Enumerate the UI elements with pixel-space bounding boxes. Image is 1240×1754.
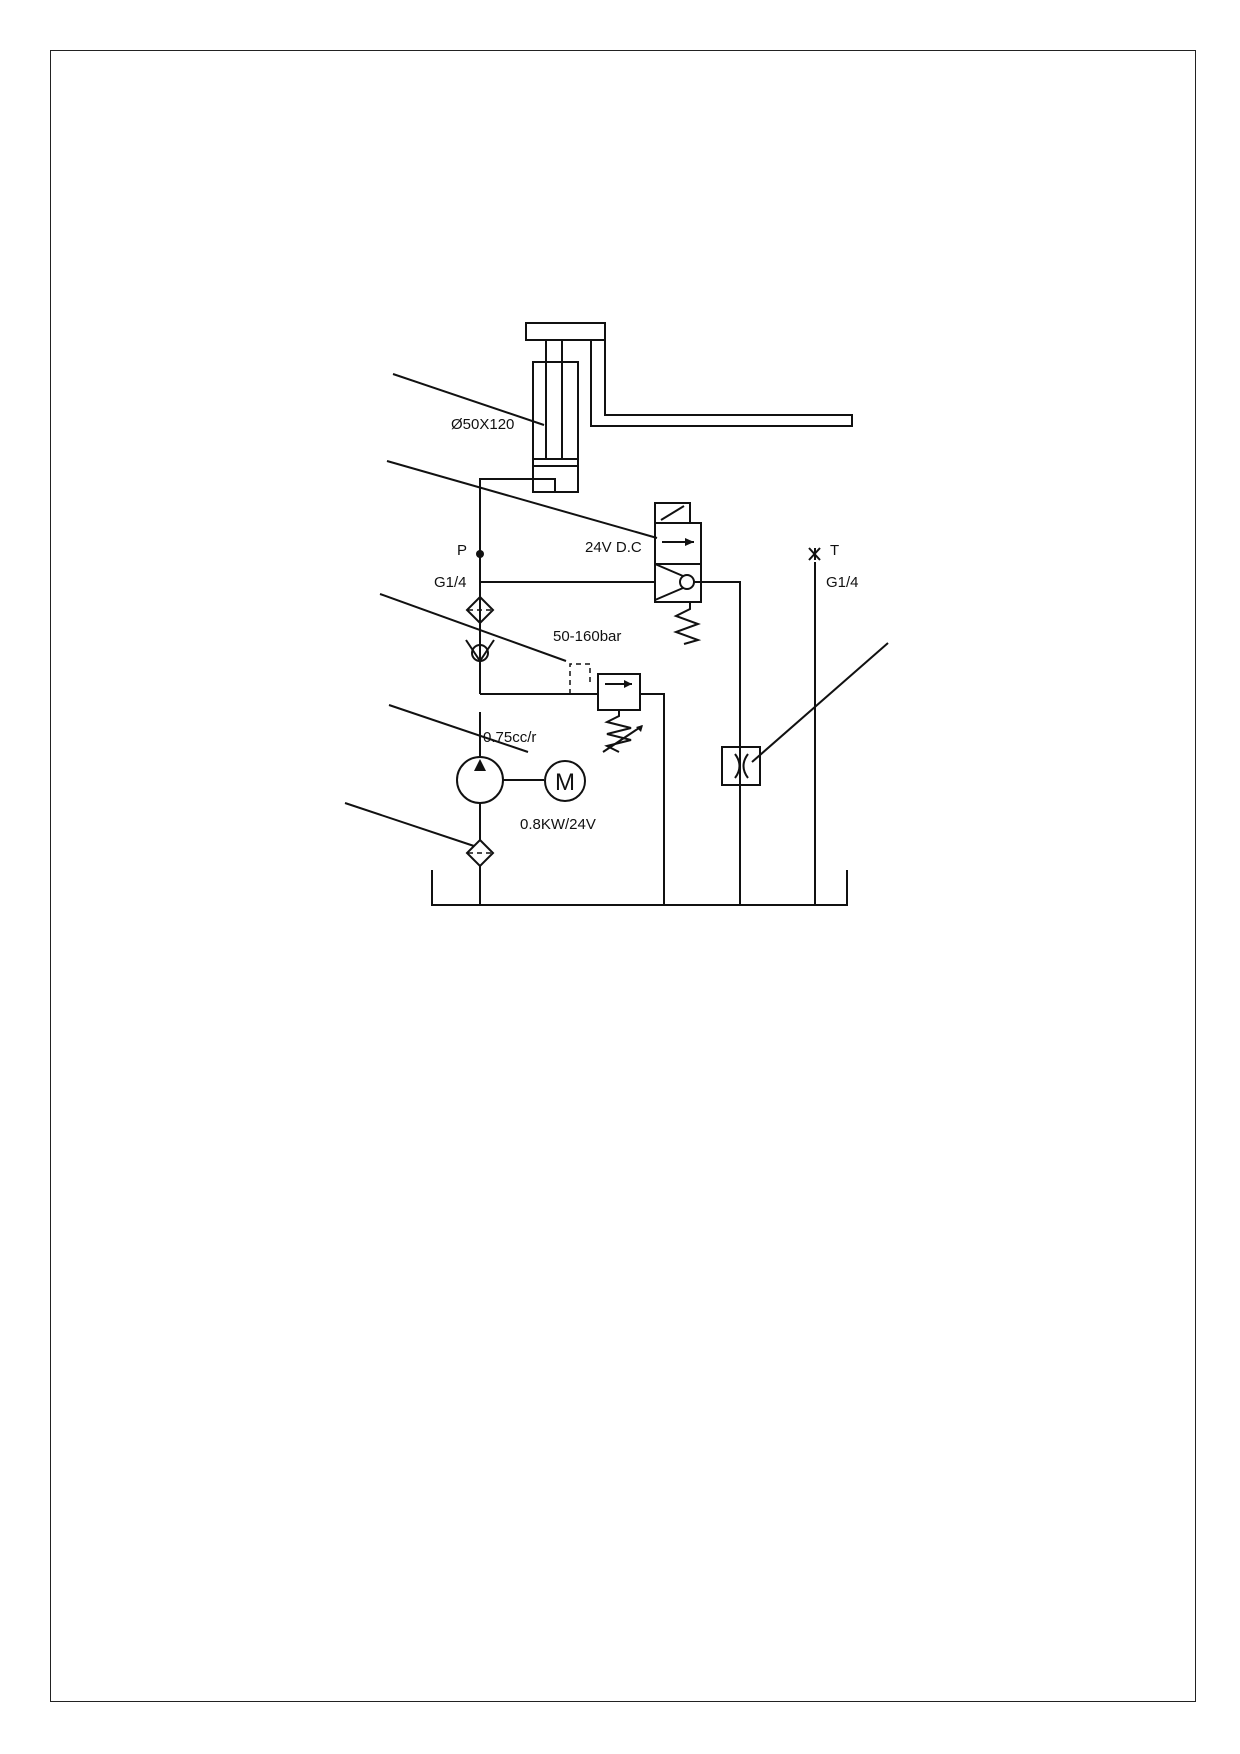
tank-port-thread: G1/4 — [826, 574, 859, 591]
leader-line-throttle — [751, 642, 889, 763]
pump-displacement-label: 0.75cc/r — [483, 729, 536, 746]
motor-letter: M — [555, 769, 575, 796]
cylinder-size-label: Ø50X120 — [451, 416, 514, 433]
lift-cylinder — [525, 322, 606, 493]
leader-lines — [344, 373, 889, 847]
check-valve — [465, 639, 495, 694]
leader-line-solenoid — [386, 460, 658, 539]
valve-voltage-label: 24V D.C — [585, 539, 642, 556]
pump — [456, 756, 544, 840]
electric-motor — [544, 760, 586, 802]
pressure-filter — [465, 595, 495, 640]
suction-filter — [465, 838, 495, 905]
motor-rating-label: 0.8KW/24V — [520, 816, 596, 833]
relief-pressure-label: 50-160bar — [553, 628, 621, 645]
throttle-orifice — [721, 746, 761, 786]
solenoid-valve — [654, 502, 741, 905]
tank-port-letter: T — [830, 542, 839, 559]
reservoir-tank — [431, 870, 848, 906]
leader-line-relief — [379, 593, 567, 662]
pressure-line — [476, 478, 556, 905]
leader-line-pump — [388, 704, 529, 753]
leader-line-filter — [344, 802, 475, 847]
page-frame — [50, 50, 1196, 1702]
tank-return-line — [808, 547, 821, 905]
pressure-port-thread: G1/4 — [434, 574, 467, 591]
fork-arm — [590, 340, 853, 427]
leader-line-cylinder — [392, 373, 545, 426]
pressure-port-letter: P — [457, 542, 467, 559]
relief-valve — [480, 663, 665, 905]
